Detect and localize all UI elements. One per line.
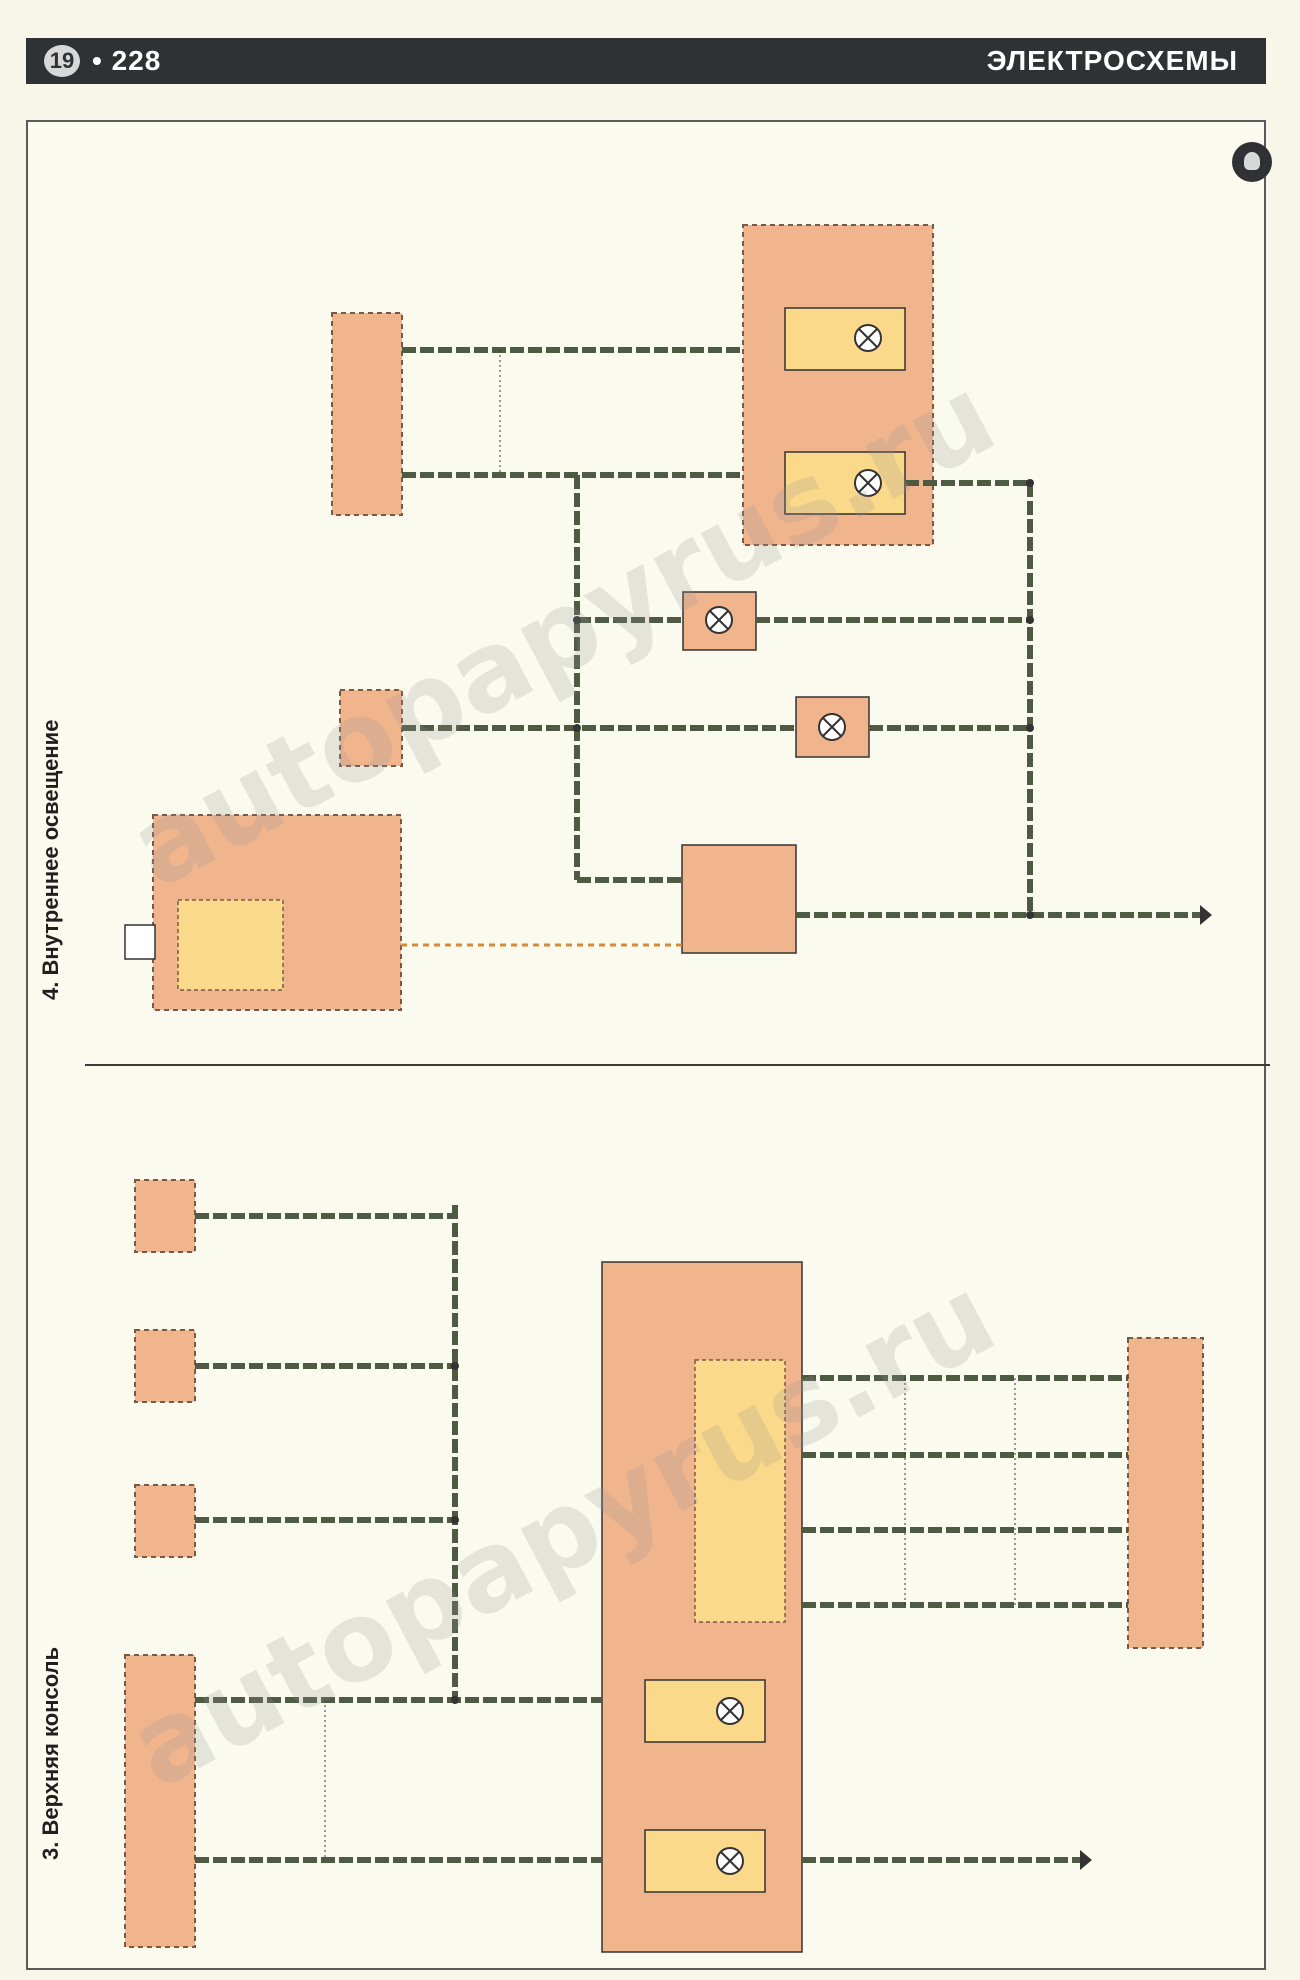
- module-inner-box: [177, 899, 284, 991]
- lamp-switch-box-1: [784, 307, 906, 371]
- section-title-interior-lighting: 4. Внутреннее освещение: [38, 719, 63, 1000]
- console-switch-2: [134, 1329, 196, 1403]
- lamp-switch-box-2: [784, 451, 906, 515]
- chapter-badge: 19: [44, 45, 80, 77]
- wires-bottom: [195, 1205, 1128, 1863]
- module-label-box: [124, 924, 156, 960]
- wires-top: [402, 347, 1200, 918]
- logo-mark: [1232, 142, 1272, 182]
- section-title-overhead-console: 3. Верхняя консоль: [38, 1646, 63, 1860]
- console-switch-1: [134, 1484, 196, 1558]
- console-switch-3: [134, 1179, 196, 1253]
- ground-symbol-top: [1200, 905, 1212, 925]
- map-lamp-box-1: [644, 1679, 766, 1743]
- console-button-block: [694, 1359, 786, 1623]
- overhead-console-module-left: [124, 1654, 196, 1948]
- lighting-control-module: [681, 844, 797, 954]
- page-number: • 228: [92, 45, 162, 76]
- sunroof-module: [1127, 1337, 1204, 1649]
- map-lamp-box-2: [644, 1829, 766, 1893]
- switch-module-upper: [331, 312, 403, 516]
- page-header: 19 • 228 ЭЛЕКТРОСХЕМЫ: [26, 38, 1266, 84]
- ground-symbol-bottom: [1080, 1850, 1092, 1870]
- section-title: ЭЛЕКТРОСХЕМЫ: [986, 45, 1238, 76]
